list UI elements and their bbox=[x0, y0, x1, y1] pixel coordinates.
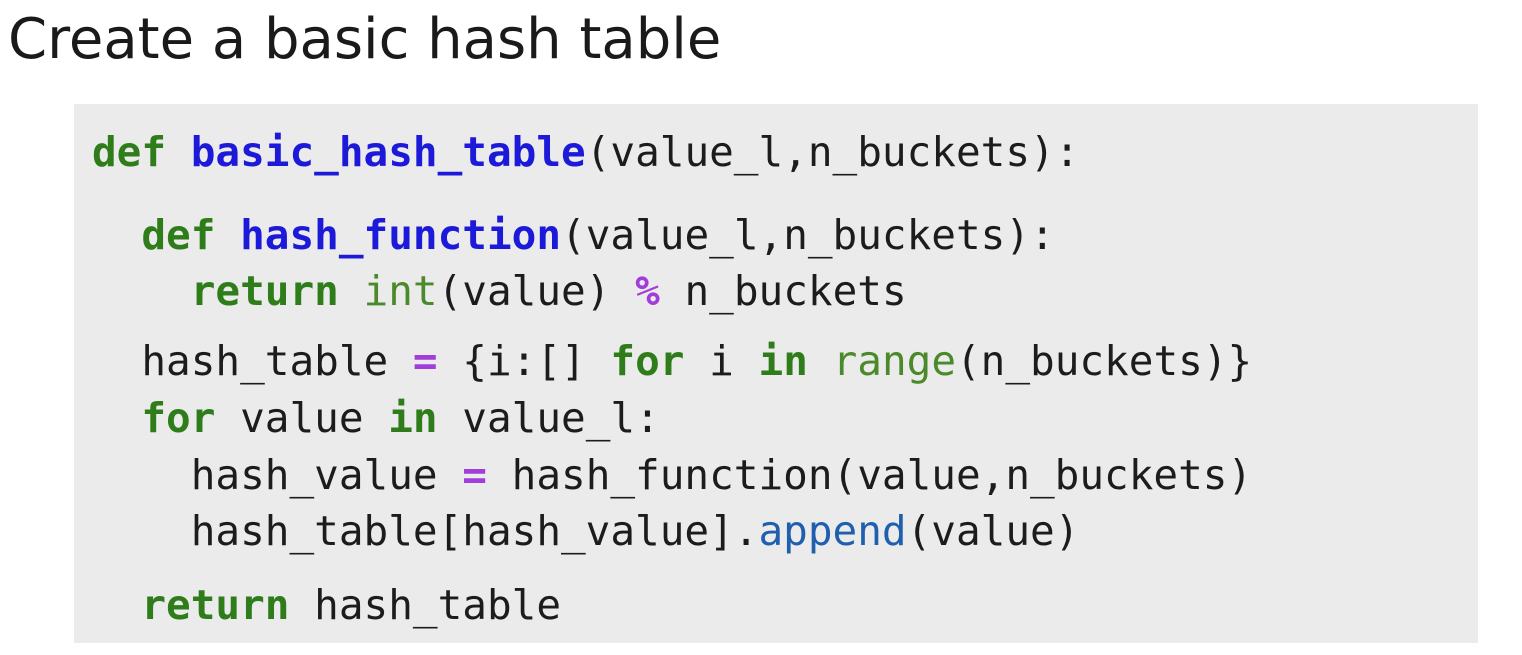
code-line: hash_value = hash_function(value,n_bucke… bbox=[92, 450, 1252, 500]
code-line: def basic_hash_table(value_l,n_buckets): bbox=[92, 127, 1079, 177]
code-token: hash_function(value,n_buckets) bbox=[486, 451, 1253, 499]
code-token: in bbox=[388, 394, 438, 442]
code-token: (n_buckets)} bbox=[956, 337, 1253, 385]
code-token: hash_table bbox=[289, 581, 562, 629]
code-line: def hash_function(value_l,n_buckets): bbox=[92, 210, 1055, 260]
code-token: basic_hash_table bbox=[190, 128, 586, 176]
slide-title: Create a basic hash table bbox=[8, 7, 722, 72]
code-token: (value) bbox=[906, 507, 1080, 555]
code-token: = bbox=[462, 451, 487, 499]
code-line: hash_table = {i:[] for i in range(n_buck… bbox=[92, 336, 1252, 386]
code-token bbox=[92, 394, 141, 442]
code-token: (value_l,n_buckets): bbox=[585, 128, 1080, 176]
code-token bbox=[215, 211, 240, 259]
code-token: for bbox=[141, 394, 216, 442]
code-token: hash_table bbox=[92, 337, 413, 385]
code-token: value_l: bbox=[437, 394, 660, 442]
code-token: hash_function bbox=[240, 211, 562, 259]
code-token: n_buckets bbox=[659, 267, 907, 315]
code-line: hash_table[hash_value].append(value) bbox=[92, 506, 1080, 556]
code-token: return bbox=[190, 267, 339, 315]
code-token: def bbox=[92, 128, 167, 176]
code-token: (value) bbox=[437, 267, 636, 315]
code-token bbox=[92, 267, 191, 315]
code-token: range bbox=[832, 337, 956, 385]
code-token bbox=[166, 128, 191, 176]
code-token: = bbox=[412, 337, 438, 385]
code-token: value bbox=[215, 394, 389, 442]
code-token bbox=[92, 211, 141, 259]
code-token: in bbox=[758, 337, 808, 385]
code-token: return bbox=[141, 581, 290, 629]
code-line: for value in value_l: bbox=[92, 393, 660, 443]
code-line: return hash_table bbox=[92, 580, 561, 630]
code-token: def bbox=[141, 211, 216, 259]
code-token: % bbox=[635, 267, 660, 315]
code-token: hash_value bbox=[92, 451, 463, 499]
code-block bbox=[74, 104, 1478, 643]
code-token: for bbox=[610, 337, 685, 385]
code-token: append bbox=[758, 507, 907, 555]
code-token bbox=[339, 267, 364, 315]
code-line: return int(value) % n_buckets bbox=[92, 266, 907, 316]
code-token: i bbox=[684, 337, 759, 385]
code-token: int bbox=[363, 267, 438, 315]
code-token: hash_table[hash_value]. bbox=[92, 507, 759, 555]
code-token bbox=[808, 337, 833, 385]
code-token: {i:[] bbox=[437, 337, 611, 385]
code-token bbox=[92, 581, 141, 629]
code-token: (value_l,n_buckets): bbox=[561, 211, 1055, 259]
